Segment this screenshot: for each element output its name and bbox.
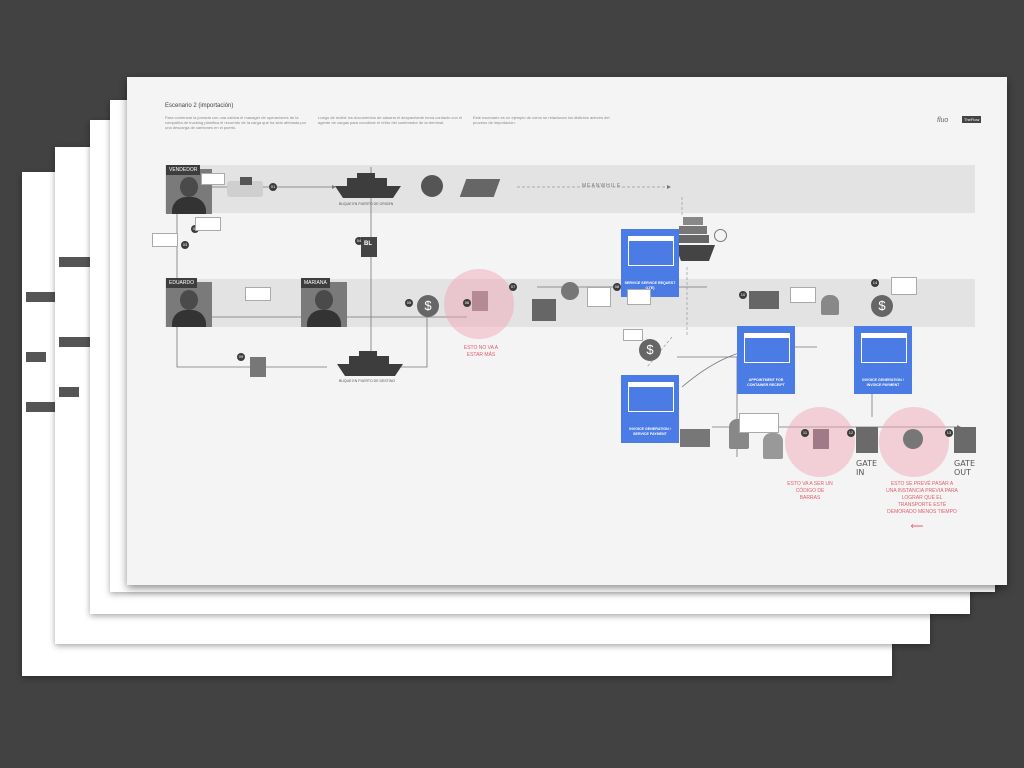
note-removed: ESTO NO VA A ESTAR MÁS bbox=[463, 345, 499, 358]
port-crane-icon bbox=[421, 175, 443, 197]
speech-bubble bbox=[201, 173, 225, 185]
page-title: Escenario 2 (importación) bbox=[165, 103, 234, 109]
screen-invoice-generation: INVOICE GENERATION / SERVICE PAYMENT bbox=[621, 375, 679, 443]
eduardo-label: EDUARDO bbox=[166, 278, 198, 288]
intro-paragraph: Luego de recibir los documentos de aduan… bbox=[318, 115, 463, 125]
speech-bubble bbox=[587, 287, 611, 307]
ship-icon bbox=[335, 173, 401, 198]
person-icon bbox=[821, 295, 839, 315]
payment-icon: $ bbox=[639, 339, 661, 361]
logo: fluo bbox=[937, 117, 949, 124]
speech-bubble bbox=[195, 217, 221, 231]
step-number: 03 bbox=[181, 241, 189, 249]
vendedor-label: VENDEDOR bbox=[166, 165, 201, 175]
calculator-icon bbox=[532, 299, 556, 321]
step-number: 13 bbox=[945, 429, 953, 437]
payment-icon: $ bbox=[871, 295, 893, 317]
screen-invoice-payment: INVOICE GENERATION / INVOICE PAYMENT bbox=[854, 326, 912, 394]
step-number: 14 bbox=[871, 279, 879, 287]
eduardo-photo bbox=[166, 282, 212, 327]
bl-document-icon bbox=[361, 237, 377, 257]
meanwhile-label: MEANWHILE bbox=[582, 183, 622, 189]
intro-paragraph: Este escenario es un ejemplo de cómo se … bbox=[473, 115, 610, 125]
step-number: 01 bbox=[269, 183, 277, 191]
gate-out-icon bbox=[954, 427, 976, 453]
ship-label-origin: BUQUE EN PUERTO DE ORIGEN bbox=[339, 202, 394, 206]
bl-document-label: BL bbox=[364, 241, 372, 247]
swimlane-vendedor bbox=[165, 165, 975, 213]
computer-icon bbox=[749, 291, 779, 309]
speech-bubble bbox=[739, 413, 779, 433]
step-number: 06 bbox=[463, 299, 471, 307]
note-previous-instance: ESTO SE PREVÉ PASAR A UNA INSTANCIA PREV… bbox=[886, 481, 958, 515]
speech-bubble bbox=[790, 287, 816, 303]
logo-badge: TheFlow bbox=[962, 116, 982, 123]
ship-label-destination: BUQUE EN PUERTO DE DESTINO bbox=[339, 379, 396, 383]
document-icon bbox=[250, 357, 266, 377]
step-number: 10 bbox=[739, 291, 747, 299]
note-arrow: ⟵ bbox=[910, 521, 924, 531]
step-number: 08 bbox=[613, 283, 621, 291]
barcode-document-icon bbox=[813, 429, 829, 449]
screen-service-request: SERVICE SERVICE REQUEST (LTE) bbox=[621, 229, 679, 297]
form-document-icon bbox=[472, 291, 488, 311]
step-number: 09 bbox=[237, 353, 245, 361]
intro-paragraph: Para comenzar la jornada con una cabina … bbox=[165, 115, 307, 130]
stop-icon bbox=[561, 282, 579, 300]
note-barcode: ESTO VA A SER UN CÓDIGO DE BARRAS bbox=[787, 481, 833, 501]
container-icon bbox=[680, 429, 710, 447]
step-number: 11 bbox=[801, 429, 809, 437]
speech-bubble bbox=[152, 233, 178, 247]
laptop-icon bbox=[240, 177, 252, 185]
warehouse-icon bbox=[459, 179, 501, 197]
speech-bubble bbox=[623, 329, 643, 341]
payment-icon: $ bbox=[417, 295, 439, 317]
screen-appointment: APPOINTMENT FOR CONTAINER RECEIPT bbox=[737, 326, 795, 394]
journey-map-sheet: Escenario 2 (importación) Para comenzar … bbox=[127, 77, 1007, 585]
speech-bubble bbox=[891, 277, 917, 295]
container-ship-icon bbox=[675, 217, 715, 261]
gate-out-label: GATE OUT bbox=[954, 459, 975, 477]
step-number: 07 bbox=[509, 283, 517, 291]
speech-bubble bbox=[627, 289, 651, 305]
stop-icon bbox=[903, 429, 923, 449]
inspector-icon bbox=[763, 433, 783, 459]
speech-bubble bbox=[245, 287, 271, 301]
mariana-label: MARIANA bbox=[301, 278, 330, 288]
clock-icon bbox=[714, 229, 727, 242]
world-map-icon bbox=[227, 181, 263, 197]
gate-in-label: GATE IN bbox=[856, 459, 877, 477]
ship-icon bbox=[337, 351, 403, 376]
step-number: 12 bbox=[847, 429, 855, 437]
step-number: 05 bbox=[405, 299, 413, 307]
step-number: 04 bbox=[355, 237, 363, 245]
mariana-photo bbox=[301, 282, 347, 327]
gate-in-icon bbox=[856, 427, 878, 453]
